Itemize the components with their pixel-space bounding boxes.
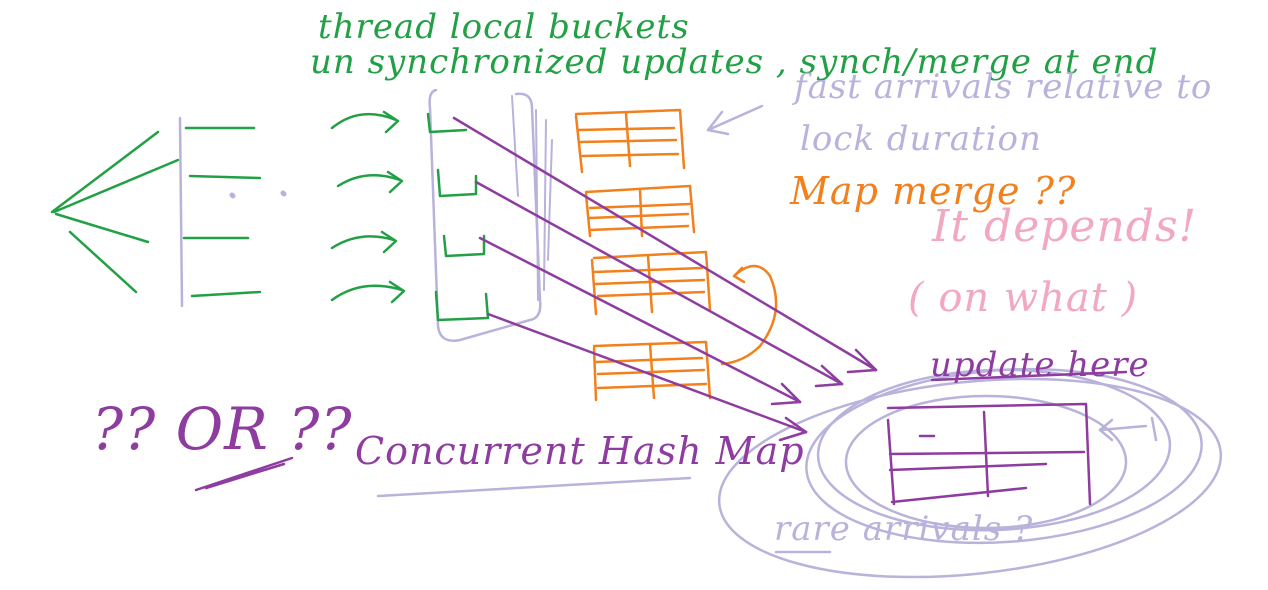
title-unsynchronized-updates: un synchronized updates , synch/merge at… — [310, 42, 1159, 82]
ellipsis-dots — [229, 190, 287, 199]
fast-arrivals-pointer — [706, 104, 764, 136]
shared-map-ellipses — [717, 367, 1223, 579]
note-fast-arrivals: fast arrivals relative to — [794, 67, 1213, 107]
note-map-merge: Map merge ?? — [790, 169, 1077, 213]
local-map-table-1 — [574, 108, 686, 174]
local-map-table-4 — [592, 340, 712, 402]
thread-local-buckets — [426, 112, 490, 322]
incoming-fan — [50, 130, 180, 294]
update-underline — [930, 370, 1128, 382]
update-arrows — [452, 116, 878, 442]
note-rare-arrivals: rare arrivals ? — [774, 509, 1034, 549]
thread-bucket-container — [428, 88, 542, 342]
label-concurrent-hash-map: Concurrent Hash Map — [355, 429, 805, 473]
note-on-what: ( on what ) — [908, 275, 1139, 321]
work-items — [182, 126, 262, 298]
label-update-here: update here — [930, 345, 1150, 385]
divider-line — [178, 116, 184, 308]
chm-underline — [376, 476, 692, 498]
dispatch-arrows — [330, 110, 406, 304]
note-it-depends: It depends! — [932, 201, 1198, 252]
shared-map-table — [886, 402, 1092, 506]
or-underline — [194, 456, 294, 492]
note-lock-duration: lock duration — [800, 119, 1042, 159]
merge-curve-arrow — [720, 264, 778, 366]
rare-arrivals-pointer — [1098, 416, 1158, 442]
label-or: ?? OR ?? — [92, 395, 353, 463]
title-thread-local-buckets: thread local buckets — [318, 7, 690, 47]
local-map-table-2 — [584, 184, 696, 238]
local-map-table-3 — [590, 250, 712, 316]
